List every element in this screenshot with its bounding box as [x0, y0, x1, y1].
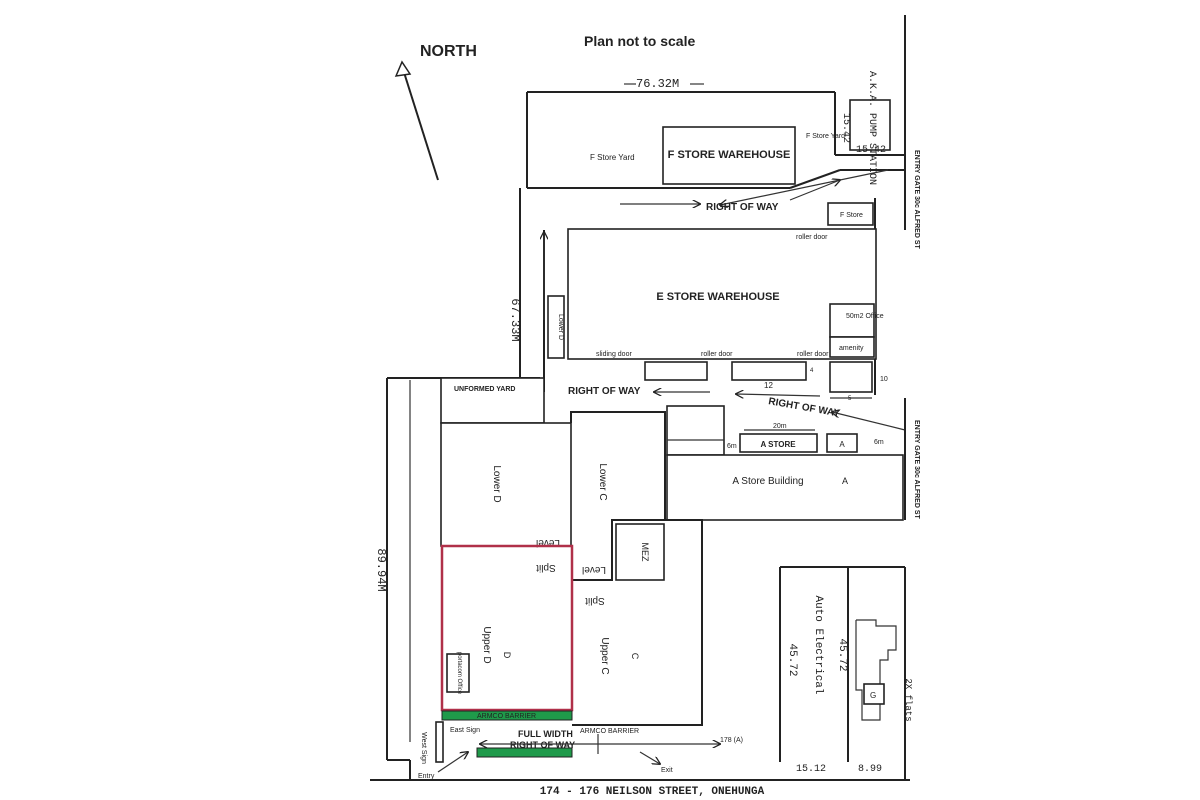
- upper-d-letter: D: [502, 652, 512, 659]
- armco-barrier-bottom: [476, 747, 573, 758]
- e-store-warehouse-label: E STORE WAREHOUSE: [656, 291, 779, 303]
- flats-label: 2X flats: [903, 678, 913, 721]
- dimension-bottom-8: 8.99: [858, 764, 882, 775]
- dimension-a-6m-left: 6m: [727, 443, 737, 450]
- west-sign-label: West Sign: [420, 732, 427, 764]
- lower-d: [440, 422, 572, 547]
- east-sign-box: [435, 721, 444, 763]
- dimension-corner-b: 15.42: [856, 145, 886, 156]
- dimension-left-upper: 67.33M: [508, 298, 522, 341]
- a-box: [826, 433, 858, 453]
- lower-d-label: Lower D: [491, 465, 502, 502]
- right-of-way-right: RIGHT OF WAY: [767, 396, 841, 419]
- amenity-label: amenity: [839, 345, 864, 352]
- lower-d-small: [547, 295, 565, 359]
- svg-text:4: 4: [810, 368, 814, 374]
- armco-right-label: ARMCO BARRIER: [580, 728, 639, 735]
- site-boundary-top: [526, 15, 906, 230]
- right-of-way-top-arrow: [720, 169, 889, 205]
- upper-c-letter: C: [630, 653, 640, 660]
- exit-label: Exit: [661, 767, 673, 774]
- north-label: NORTH: [420, 43, 477, 60]
- lower-c-label: Lower C: [597, 463, 608, 500]
- portacom-box: [446, 653, 470, 693]
- f-store-small-label: F Store: [840, 212, 863, 219]
- split-right: Split: [585, 595, 605, 606]
- e-store-warehouse: [567, 228, 877, 360]
- dimension-auto-45-right: 45.72: [836, 638, 848, 671]
- unformed-yard-label: UNFORMED YARD: [454, 386, 515, 393]
- entry-gate-mid-label: ENTRY GATE 30c ALFRED ST: [913, 420, 920, 520]
- f-store-yard-right: F Store Yard: [806, 133, 845, 140]
- a-store-small-left: [666, 405, 725, 456]
- mez-box: [615, 523, 665, 581]
- flats-box-label: G: [870, 691, 876, 700]
- right-of-way-top: RIGHT OF WAY: [706, 202, 779, 213]
- level-left: Level: [536, 537, 560, 548]
- split-left: Split: [536, 562, 556, 573]
- office-label: 50m2 Office: [846, 313, 884, 320]
- f-store-small: [827, 202, 874, 226]
- a-store-box: [739, 433, 818, 453]
- address-label: 174 - 176 NEILSON STREET, ONEHUNGA: [540, 786, 765, 798]
- unformed-yard: [440, 377, 545, 424]
- scale-note: Plan not to scale: [584, 33, 695, 49]
- north-arrow-icon: [394, 60, 439, 181]
- upper-c-label: Upper C: [599, 637, 610, 674]
- portacom-label: portacom Office: [456, 652, 462, 695]
- entry-label: Entry: [418, 773, 435, 780]
- dimension-left-lower: 89.94M: [374, 548, 388, 591]
- amenity-box: [829, 336, 875, 358]
- dimension-a-6m-right: 6m: [874, 439, 884, 446]
- a-box-label: A: [839, 440, 845, 449]
- level-right: Level: [582, 564, 606, 575]
- armco-left-label: ARMCO BARRIER: [477, 713, 536, 720]
- upper-d-subject: [440, 544, 574, 712]
- dimension-east-5: 5: [848, 396, 852, 402]
- dimension-bottom-15: 15.12: [796, 764, 826, 775]
- east-sign-label: East Sign: [450, 727, 480, 734]
- mez-label: MEZ: [640, 543, 650, 563]
- full-width-label: FULL WIDTH: [518, 729, 573, 739]
- dimension-corner-a: 15.42: [840, 113, 851, 143]
- dimension-east-10: 10: [880, 376, 888, 383]
- flats-building: [855, 619, 897, 721]
- a-store-building: [666, 454, 904, 521]
- pump-station-label: A.K.A. PUMP STATION: [866, 71, 877, 185]
- right-of-way-bottom: RIGHT OF WAY: [510, 740, 575, 750]
- sliding-door: sliding door: [596, 351, 632, 358]
- dimension-top: 76.32M: [636, 77, 679, 91]
- f-store-yard-left: F Store Yard: [590, 153, 635, 162]
- f-store-warehouse-label: F STORE WAREHOUSE: [668, 149, 791, 161]
- roller-door-top: roller door: [796, 234, 828, 241]
- roller-door-mid: roller door: [701, 351, 733, 358]
- f-store-warehouse: [662, 126, 796, 185]
- unit-178a-label: 178 (A): [720, 737, 743, 744]
- dimension-auto-45-left: 45.72: [786, 643, 798, 676]
- upper-d-label: Upper D: [481, 626, 492, 663]
- auto-electrical-label: Auto Electrical: [812, 595, 824, 694]
- roller-door-right: roller door: [797, 351, 829, 358]
- a-store-building-suffix: A: [842, 476, 848, 486]
- lower-d-small-label: Lower D: [557, 314, 564, 340]
- armco-barrier-left: [441, 710, 573, 721]
- pump-station-box: [849, 99, 891, 151]
- right-of-way-left: RIGHT OF WAY: [568, 386, 641, 397]
- a-store-label: A STORE: [760, 440, 796, 449]
- dimension-a-20m: 20m: [773, 423, 787, 430]
- a-store-building-label: A Store Building: [732, 476, 803, 487]
- entry-gate-top-label: ENTRY GATE 30c ALFRED ST: [913, 150, 920, 250]
- office-box: [829, 303, 875, 338]
- dimension-mid-12: 12: [764, 381, 773, 390]
